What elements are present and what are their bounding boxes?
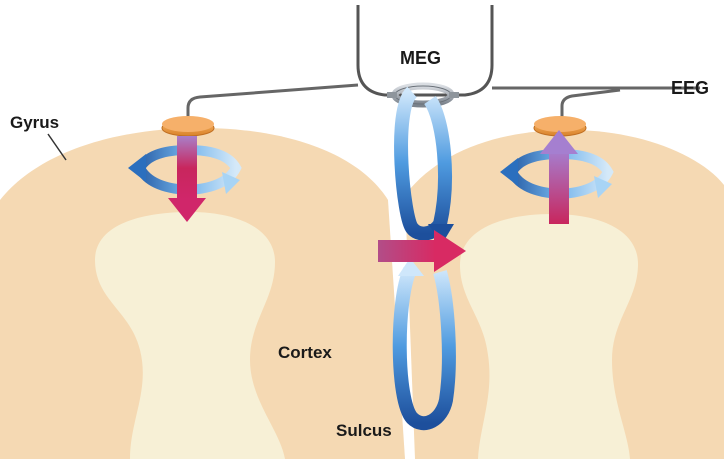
gyrus-pointer-line	[48, 134, 66, 160]
eeg-label: EEG	[671, 78, 709, 98]
meg-wire-left	[188, 85, 358, 118]
right-white-matter	[460, 214, 638, 459]
cortex-label: Cortex	[278, 343, 332, 362]
meg-label: MEG	[400, 48, 441, 68]
sulcus-label: Sulcus	[336, 421, 392, 440]
right-sensor-wire	[562, 90, 620, 118]
gyrus-label: Gyrus	[10, 113, 59, 132]
